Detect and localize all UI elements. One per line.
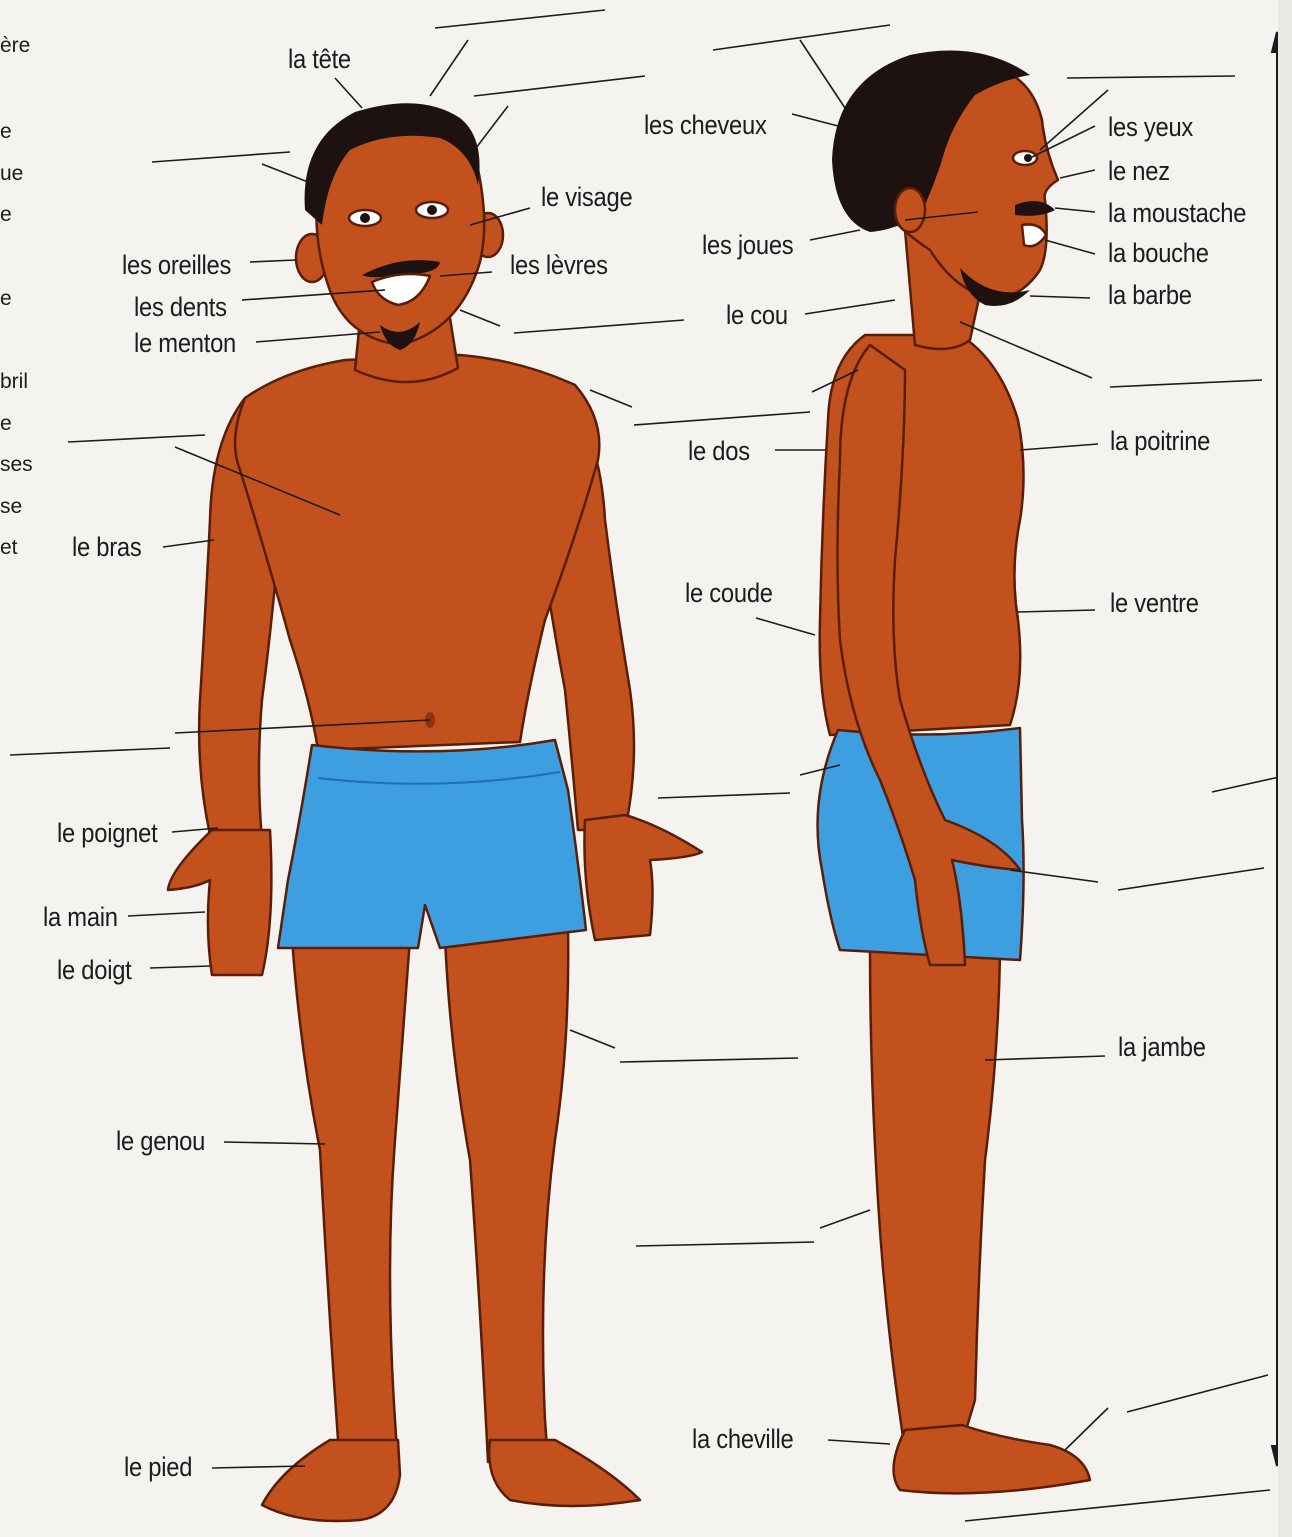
leader-les-joues [810,230,860,240]
leader-unlabeled [1010,870,1098,882]
label-le-menton: le menton [134,328,236,359]
leader-unlabeled [570,1030,615,1048]
leader-unlabeled [175,720,430,733]
label-le-poignet: le poignet [57,818,157,849]
leader-le-pied [212,1466,305,1468]
label-le-doigt: le doigt [57,955,132,986]
margin-fragment: ue [0,162,23,186]
label-le-dos: le dos [688,436,750,467]
margin-fragment: e [0,203,12,227]
blank-answer-line [1212,775,1288,792]
blank-answer-line [1118,868,1264,890]
leader-unlabeled [1040,90,1108,150]
margin-fragment: se [0,495,22,519]
margin-fragment: ère [0,34,30,58]
label-les-dents: les dents [134,292,227,323]
leader-les-levres [440,272,492,276]
blank-answer-line [713,25,890,50]
leader-la-jambe [985,1056,1105,1060]
page-edge [1278,0,1292,1537]
leader-unlabeled [262,164,308,182]
leader-la-bouche [1045,240,1095,254]
blank-answer-line [474,76,645,96]
label-la-barbe: la barbe [1108,280,1192,311]
label-les-levres: les lèvres [510,250,608,281]
leader-unlabeled [800,40,845,108]
label-la-moustache: la moustache [1108,198,1246,229]
label-le-visage: le visage [541,182,632,213]
margin-fragment: ses [0,453,33,477]
leader-unlabeled [812,370,858,392]
blank-answer-line [152,152,290,162]
leader-le-coude [756,618,815,635]
leader-le-poignet [172,828,218,832]
leader-le-genou [224,1142,325,1144]
label-la-poitrine: la poitrine [1110,426,1210,457]
leader-le-ventre [1018,610,1095,612]
label-le-genou: le genou [116,1126,205,1157]
margin-fragment: e [0,120,12,144]
label-le-coude: le coude [685,578,773,609]
leader-la-poitrine [1020,444,1098,450]
margin-fragment: e [0,287,12,311]
blank-answer-line [620,1058,798,1062]
leader-unlabeled [905,212,978,220]
blank-answer-line [634,412,810,425]
blank-answer-line [10,748,170,755]
label-la-main: la main [43,902,118,933]
leader-unlabeled [590,390,632,407]
label-le-cou: le cou [726,300,788,331]
blank-answer-line [1110,380,1262,387]
blank-answer-line [1067,76,1235,78]
blank-answer-line [68,435,205,442]
leader-la-cheville [828,1440,890,1444]
label-la-tete: la tête [288,44,351,75]
leader-les-cheveux [792,114,838,126]
leader-le-nez [1060,170,1095,178]
label-les-yeux: les yeux [1108,112,1193,143]
label-la-cheville: la cheville [692,1424,793,1455]
blank-answer-line [658,793,790,798]
label-les-joues: les joues [702,230,793,261]
label-la-jambe: la jambe [1118,1032,1206,1063]
leader-les-dents [242,290,385,300]
blank-answer-line [514,320,684,333]
blank-answer-line [435,10,605,28]
leader-le-bras [163,540,214,547]
leader-unlabeled [1065,1408,1108,1450]
leader-les-oreilles [250,260,296,262]
leader-unlabeled [476,106,508,148]
label-le-ventre: le ventre [1110,588,1199,619]
leader-la-barbe [1030,296,1090,298]
leader-le-visage [470,208,530,225]
label-la-bouche: la bouche [1108,238,1209,269]
leader-unlabeled [820,1210,870,1228]
label-le-pied: le pied [124,1452,192,1483]
blank-answer-line [965,1490,1270,1521]
leader-unlabeled [960,322,1092,378]
leader-unlabeled [430,40,468,96]
leader-la-tete [335,78,362,108]
leader-le-menton [256,332,380,342]
leader-le-doigt [150,966,210,968]
margin-fragment: e [0,412,12,436]
margin-fragment: et [0,536,18,560]
label-le-nez: le nez [1108,156,1170,187]
blank-answer-line [1127,1375,1268,1412]
leader-unlabeled [460,310,500,326]
leader-la-main [128,912,205,916]
leader-unlabeled [175,447,340,515]
margin-fragment: bril [0,370,28,394]
leader-unlabeled [800,765,840,775]
label-les-cheveux: les cheveux [644,110,767,141]
blank-answer-line [636,1242,814,1246]
label-les-oreilles: les oreilles [122,250,231,281]
leader-la-moustache [1055,208,1095,212]
leader-le-cou [805,300,895,314]
label-le-bras: le bras [72,532,141,563]
